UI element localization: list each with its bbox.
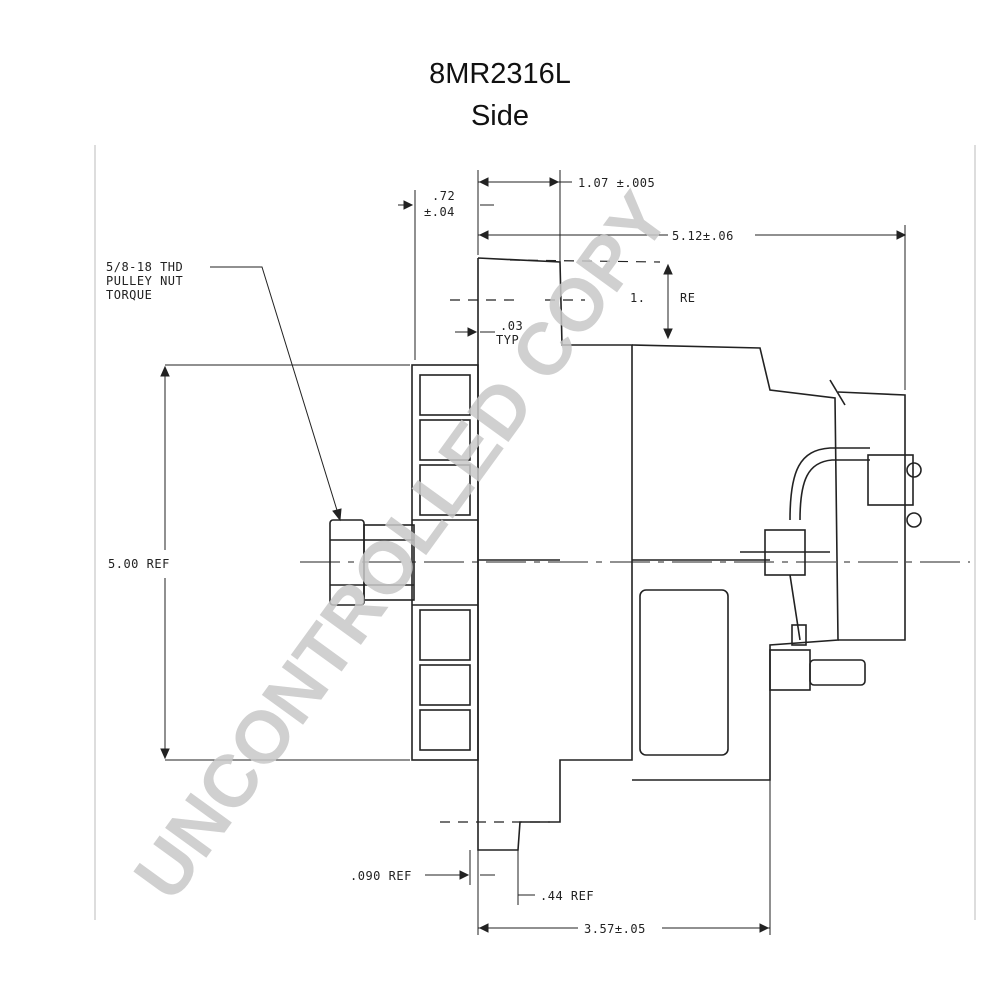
dim-1xx: 1. xyxy=(630,291,645,305)
dim-072: .72 xyxy=(432,189,455,203)
dim-1xx-suffix: RE xyxy=(680,291,695,305)
dim-357: 3.57±.05 xyxy=(584,922,646,936)
terminals-wiring xyxy=(740,379,870,691)
callout-line-1: 5/8-18 THD xyxy=(106,260,183,274)
rear-housing xyxy=(837,391,922,641)
callout-line-2: PULLEY NUT xyxy=(106,274,183,288)
dim-044: .44 REF xyxy=(540,889,594,903)
dim-512: 5.12±.06 xyxy=(672,229,734,243)
dim-003: .03 xyxy=(500,319,523,333)
dim-072-tol: ±.04 xyxy=(424,205,455,219)
dim-500: 5.00 REF xyxy=(108,557,170,571)
callout-line-3: TORQUE xyxy=(106,288,152,302)
dim-003-typ: TYP xyxy=(496,333,519,347)
front-housing xyxy=(477,257,633,851)
stator-body xyxy=(631,344,839,781)
dimension-lines xyxy=(160,170,907,935)
part-number-title: 8MR2316L xyxy=(429,58,571,90)
hidden-lines xyxy=(440,259,661,823)
dim-107: 1.07 ±.005 xyxy=(578,176,655,190)
frame-lines xyxy=(94,145,976,920)
uncontrolled-copy-watermark: UNCONTROLLED COPY xyxy=(118,177,685,914)
view-subtitle: Side xyxy=(470,100,530,132)
dim-090: .090 REF xyxy=(350,869,412,883)
